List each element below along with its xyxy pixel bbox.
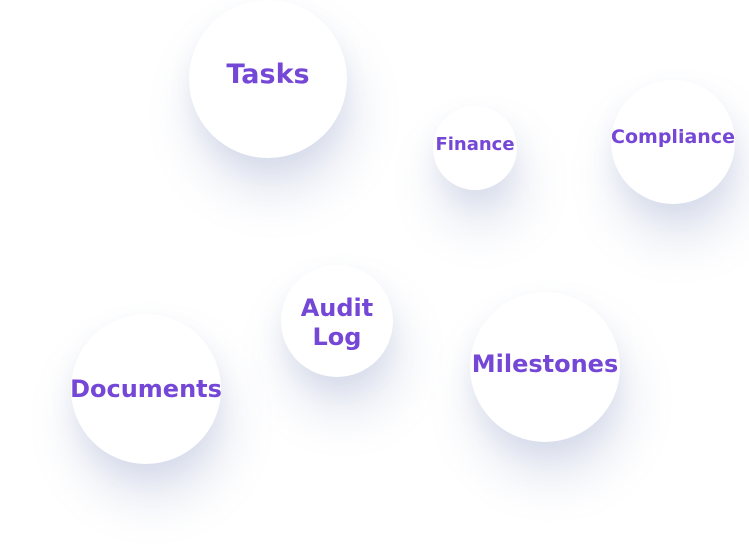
bubble-finance[interactable]: Finance	[433, 106, 517, 190]
bubble-documents-label: Documents	[70, 374, 222, 403]
bubble-milestones-label: Milestones	[471, 349, 619, 378]
bubble-documents[interactable]: Documents	[70, 314, 222, 464]
bubble-tasks[interactable]: Tasks	[189, 0, 347, 158]
bubble-finance-label: Finance	[435, 134, 515, 156]
bubble-audit-log[interactable]: Audit Log	[281, 265, 393, 377]
bubble-tasks-label: Tasks	[226, 58, 310, 90]
bubble-milestones[interactable]: Milestones	[470, 292, 620, 442]
bubble-audit-log-label: Audit Log	[300, 294, 374, 351]
bubble-compliance[interactable]: Compliance	[611, 80, 735, 204]
bubble-compliance-label: Compliance	[611, 126, 735, 149]
